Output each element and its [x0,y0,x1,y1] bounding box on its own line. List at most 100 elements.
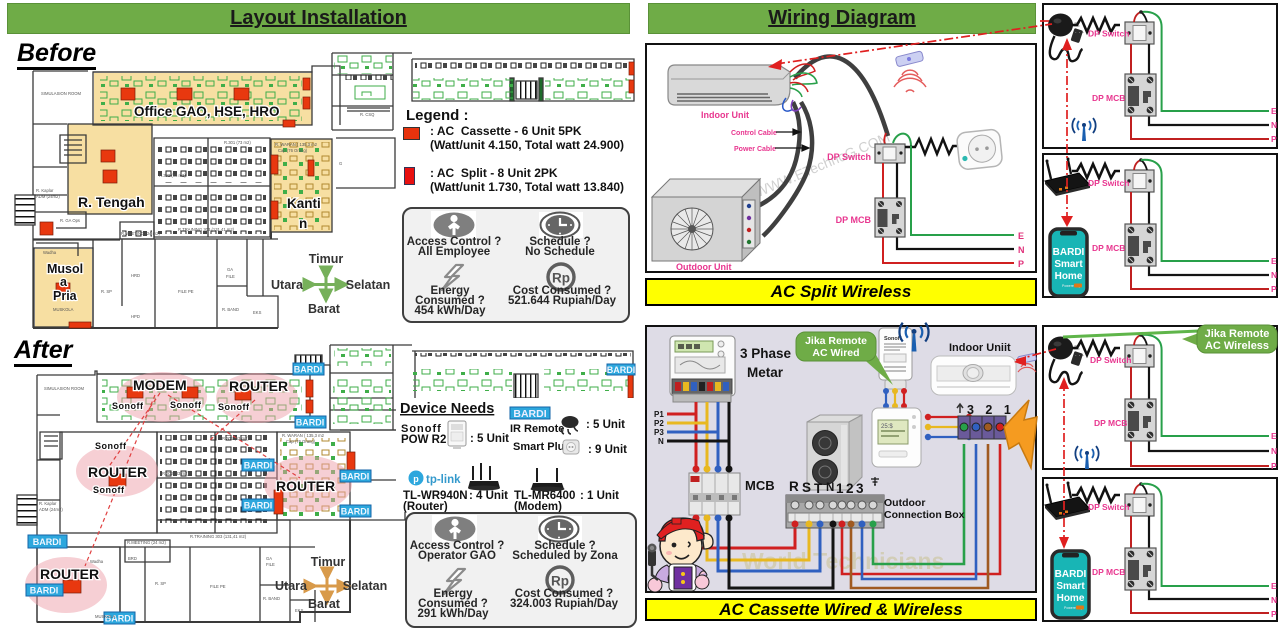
svg-text:Power Cable: Power Cable [734,146,776,153]
svg-text:Rp: Rp [551,574,569,589]
svg-text:Sοnoff: Sοnoff [401,423,442,435]
svg-text:G: G [339,161,342,166]
svg-text:R: R [789,479,799,494]
svg-text:DP Switch: DP Switch [827,152,871,162]
svg-text:R.MEETING (24 m2): R.MEETING (24 m2) [127,540,166,545]
svg-text:: 5 Unit: : 5 Unit [586,419,625,431]
svg-text:E: E [1271,431,1277,441]
svg-text:R.TRAINING 303 (131,41 m2): R.TRAINING 303 (131,41 m2) [190,534,247,539]
svg-text:Timur: Timur [311,555,346,569]
svg-text:Indoor Unit: Indoor Unit [701,110,749,120]
svg-text:BARDI: BARDI [244,501,273,511]
svg-text:Sonoff: Sonoff [93,485,125,495]
svg-text:1: 1 [836,481,844,496]
svg-text:Sonoff: Sonoff [218,402,250,412]
svg-text:Utara: Utara [271,278,304,292]
svg-text:EKS: EKS [295,608,304,613]
svg-text:Cap (76 Orang): Cap (76 Orang) [278,148,308,153]
svg-text:Connection Box: Connection Box [884,509,965,521]
svg-text:25:$: 25:$ [881,424,893,430]
svg-text:ADM (24m2): ADM (24m2) [36,194,60,199]
svg-text:DP MCB: DP MCB [1092,93,1125,103]
svg-text:...: ... [1074,351,1085,358]
svg-text:Kanti: Kanti [287,196,321,211]
svg-text:BARDI: BARDI [341,472,370,482]
svg-text:n: n [299,216,307,231]
svg-text:DP MCB: DP MCB [1092,243,1125,253]
svg-text:P3: P3 [654,428,664,437]
svg-text:BARDI: BARDI [244,461,273,471]
svg-text:N: N [658,437,664,446]
svg-text:R. Kaplar: R. Kaplar [36,188,54,193]
svg-text:MODEM: MODEM [133,377,187,393]
svg-text:Barat: Barat [308,597,341,611]
svg-text:HRD: HRD [131,273,140,278]
svg-text:ROUTER: ROUTER [40,566,99,582]
svg-text:Indoor Uniit: Indoor Uniit [949,342,1011,354]
svg-text:Jika Remote: Jika Remote [805,335,867,347]
svg-text:BARDI: BARDI [513,408,546,420]
svg-text:R. WARAN ( 135,3 m2: R. WARAN ( 135,3 m2 [282,433,325,438]
svg-text:BARDI: BARDI [607,365,636,375]
svg-text:R. WARAN ( 135,3 m2: R. WARAN ( 135,3 m2 [275,142,318,147]
svg-text:Cap (76 Orang): Cap (76 Orang) [286,439,316,444]
svg-text:ROUTER: ROUTER [276,478,335,494]
svg-text:Metar: Metar [747,365,784,380]
svg-text:P: P [1271,134,1277,144]
svg-text:Outdoor: Outdoor [884,497,925,509]
svg-text:DP MCB: DP MCB [1092,567,1125,577]
svg-text:FILE PE: FILE PE [178,289,194,294]
svg-text:DP Switch: DP Switch [1090,355,1131,365]
svg-text:a: a [60,275,68,289]
svg-text:E: E [1271,581,1277,591]
svg-text:Control Cable: Control Cable [731,130,777,137]
svg-text:TL-WR940N: TL-WR940N [403,490,468,502]
svg-text:Device Needs: Device Needs [400,401,494,417]
svg-text:Sonoff: Sonoff [170,400,202,410]
svg-text:FILE: FILE [226,274,235,279]
svg-text:BARDI: BARDI [296,418,325,428]
svg-text:MUSKOLA: MUSKOLA [95,614,116,619]
svg-text:N: N [1018,245,1025,255]
svg-text:GA: GA [266,556,272,561]
svg-text:S: S [802,480,811,495]
svg-text:AC Wired: AC Wired [812,347,859,359]
svg-text:P: P [1271,284,1277,294]
svg-text:P2: P2 [654,419,664,428]
svg-text:BARDI: BARDI [33,537,62,547]
svg-text:R. Tengah: R. Tengah [78,194,145,210]
svg-text:N: N [1271,446,1277,456]
svg-text:...: ... [1074,28,1085,35]
svg-text:2: 2 [846,481,854,496]
svg-text:Sonoff: Sonoff [112,401,144,411]
svg-text:Utara: Utara [275,579,308,593]
svg-text:R. SP: R. SP [155,581,166,586]
svg-text:E: E [1271,106,1277,116]
svg-text:DP Switch: DP Switch [1088,178,1129,188]
svg-text:EKS: EKS [253,310,262,315]
svg-text:DP Switch: DP Switch [1088,502,1129,512]
svg-text:P1: P1 [654,410,664,419]
svg-text:R. BAND: R. BAND [263,596,280,601]
svg-text:tp-link: tp-link [426,474,461,486]
svg-text:3 Phase: 3 Phase [740,346,792,361]
svg-text:AC Wireless: AC Wireless [1205,340,1269,352]
svg-text:Musol: Musol [47,262,83,276]
svg-text:(Router): (Router) [403,501,448,513]
svg-text:R. Kaplar: R. Kaplar [39,501,57,506]
svg-text:: 5 Unit: : 5 Unit [470,433,509,445]
svg-text:Pria: Pria [53,289,78,303]
svg-text:ROUTER: ROUTER [88,464,147,480]
svg-text:(Modem): (Modem) [514,501,562,513]
svg-text:Selatan: Selatan [346,278,390,292]
svg-text:Wadha: Wadha [90,559,104,564]
svg-text:DP MCB: DP MCB [1094,418,1127,428]
svg-text:R.TRAINING 303 (131,41 m2): R.TRAINING 303 (131,41 m2) [178,227,235,232]
svg-text:MUSKOLA: MUSKOLA [53,307,74,312]
svg-text:: 1 Unit: : 1 Unit [580,490,619,502]
svg-text:N: N [1271,595,1277,605]
svg-text:ROUTER: ROUTER [229,378,288,394]
svg-text:FILE: FILE [266,562,275,567]
svg-text:R.301 (73 m2): R.301 (73 m2) [224,140,251,145]
svg-text:HPD: HPD [131,314,140,319]
